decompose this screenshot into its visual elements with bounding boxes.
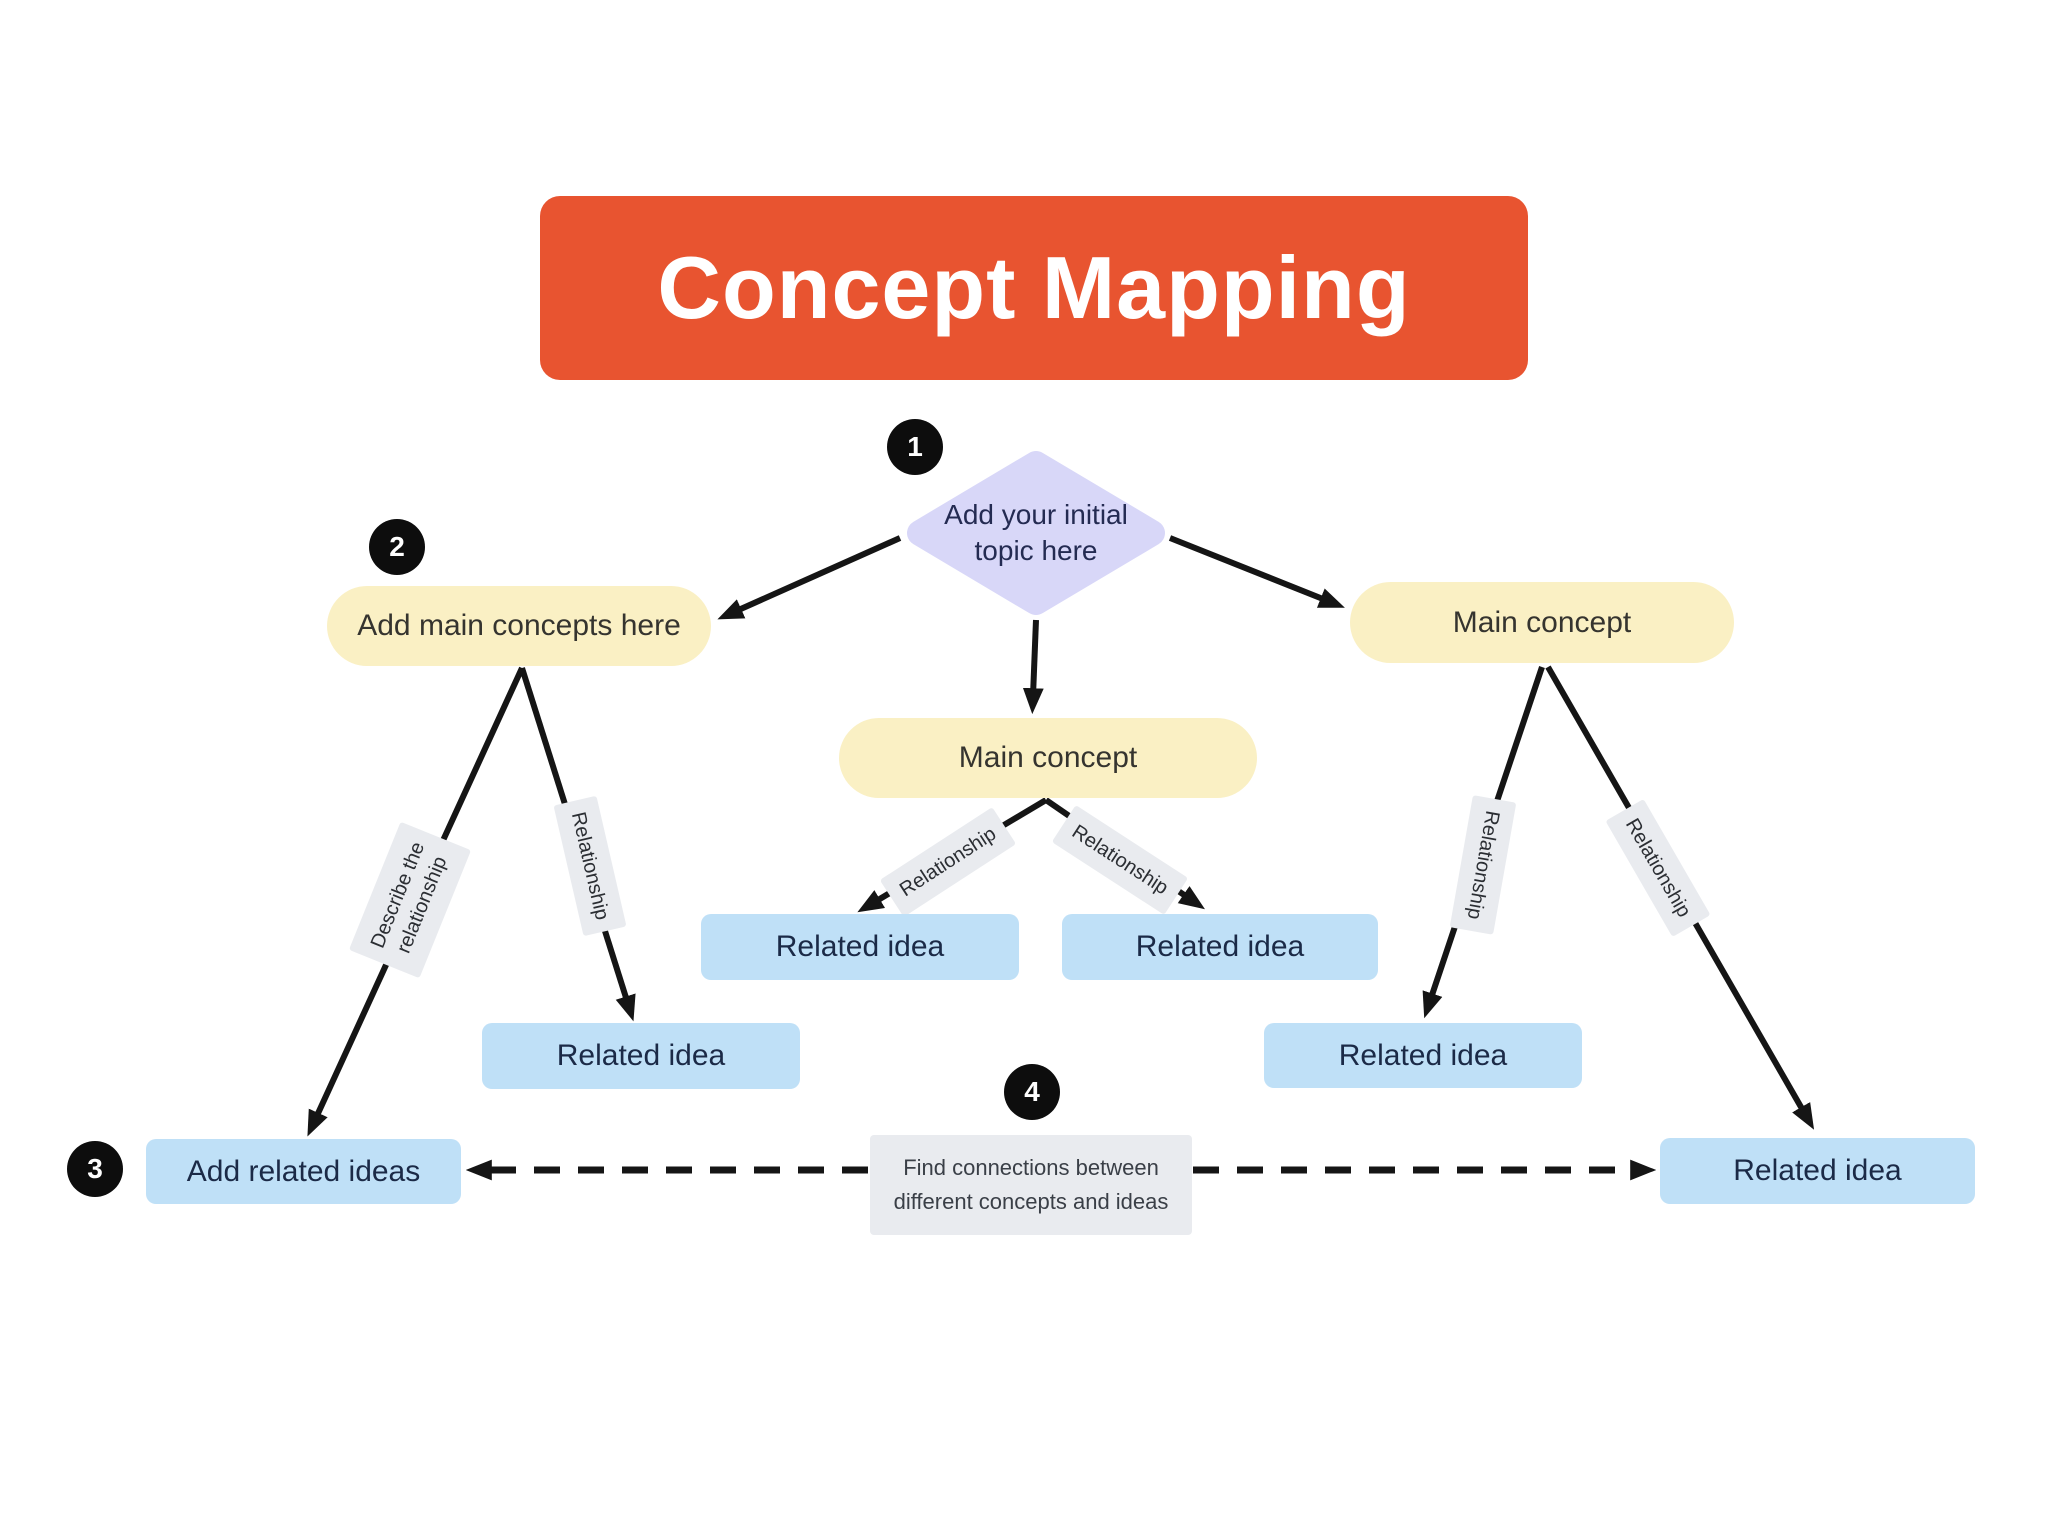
- add-related-ideas-node: Add related ideas: [146, 1139, 461, 1204]
- title-banner: Concept Mapping: [540, 196, 1528, 380]
- initial-topic-diamond: [907, 451, 1165, 615]
- edge-topic-to-left: [717, 535, 902, 620]
- step-badge-4: 4: [1004, 1064, 1060, 1120]
- step-number: 2: [389, 531, 405, 562]
- step-badge-1: 1: [887, 419, 943, 475]
- step-badge-3: 3: [67, 1141, 123, 1197]
- add-related-ideas-label: Add related ideas: [186, 1154, 421, 1188]
- initial-topic-node: Add your initial topic here: [916, 483, 1156, 583]
- step-number: 3: [87, 1153, 103, 1184]
- related-idea-label: Related idea: [1338, 1038, 1508, 1072]
- connections-note-text: Find connections between different conce…: [893, 1154, 1169, 1214]
- initial-topic-label: Add your initial topic here: [944, 498, 1128, 566]
- related-idea-right-bottom-node: Related idea: [1660, 1138, 1975, 1204]
- step-number: 1: [907, 431, 923, 462]
- related-idea-right-mid-node: Related idea: [1264, 1023, 1582, 1088]
- related-idea-label: Related idea: [775, 930, 945, 963]
- main-concept-center-node: Main concept: [839, 718, 1257, 798]
- main-concept-left-node: Add main concepts here: [327, 586, 711, 666]
- connections-note: Find connections between different conce…: [870, 1135, 1192, 1235]
- step-number: 4: [1024, 1076, 1040, 1107]
- related-idea-left-mid-node: Related idea: [482, 1023, 800, 1089]
- related-idea-label: Related idea: [1135, 930, 1305, 963]
- step-badge-2: 2: [369, 519, 425, 575]
- related-idea-center-right-node: Related idea: [1062, 914, 1378, 980]
- page-title: Concept Mapping: [657, 238, 1411, 337]
- related-idea-label: Related idea: [1733, 1154, 1902, 1187]
- edge-label-text: Relationship: [1462, 808, 1504, 922]
- related-idea-center-left-node: Related idea: [701, 914, 1019, 980]
- main-concept-right-node: Main concept: [1350, 582, 1734, 663]
- edge-topic-to-center: [1022, 619, 1044, 715]
- main-concept-left-label: Add main concepts here: [357, 609, 681, 642]
- main-concept-center-label: Main concept: [958, 741, 1138, 774]
- edge-topic-to-right: [1168, 535, 1345, 608]
- main-concept-right-label: Main concept: [1452, 605, 1632, 639]
- related-idea-label: Related idea: [556, 1039, 726, 1072]
